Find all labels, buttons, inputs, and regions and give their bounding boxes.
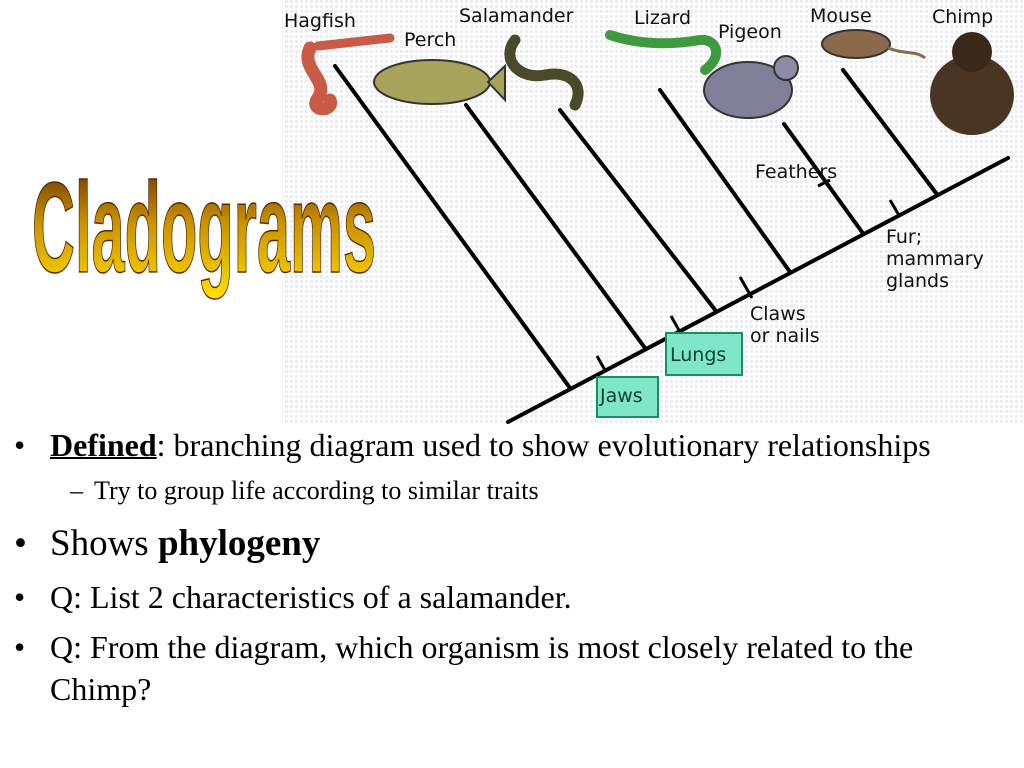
trait-feathers: Feathers xyxy=(755,161,837,183)
title-shadow: Cladograms xyxy=(36,304,380,314)
subbullet-text: Try to group life according to similar t… xyxy=(94,476,539,505)
branch-salamander xyxy=(558,108,718,313)
bullet-question-chimp: Q: From the diagram, which organism is m… xyxy=(14,626,1009,710)
pigeon-head xyxy=(773,55,799,81)
tick-jaws xyxy=(595,355,608,373)
perch-tail xyxy=(486,63,506,103)
subbullet-group-traits: Try to group life according to similar t… xyxy=(14,474,1009,508)
label-hagfish: Hagfish xyxy=(284,10,356,32)
defined-text: : branching diagram used to show evoluti… xyxy=(156,427,931,463)
hagfish-head xyxy=(313,33,395,51)
chimp-head xyxy=(952,32,992,72)
bullet-defined: Defined: branching diagram used to show … xyxy=(14,424,1009,466)
perch-icon xyxy=(373,59,491,105)
phylogeny-term: phylogeny xyxy=(157,523,321,564)
question-salamander-text: Q: List 2 characteristics of a salamande… xyxy=(50,579,572,615)
bullet-phylogeny: Shows phylogeny xyxy=(14,520,1009,568)
branch-pigeon xyxy=(782,122,864,234)
tick-lungs xyxy=(669,315,682,333)
lizard-icon xyxy=(605,30,722,75)
bullet-list: Defined: branching diagram used to show … xyxy=(14,424,1009,718)
title-text: Cladograms xyxy=(32,157,376,300)
tick-feathers xyxy=(817,178,831,188)
phylogeny-prefix: Shows xyxy=(50,523,158,564)
branch-chimp-mouse xyxy=(841,68,938,195)
branch-perch xyxy=(464,103,647,350)
label-salamander: Salamander xyxy=(459,5,574,27)
branch-hagfish xyxy=(333,64,572,390)
bullet-question-salamander: Q: List 2 characteristics of a salamande… xyxy=(14,576,1009,618)
trait-jaws: Jaws xyxy=(599,385,643,407)
tick-claws xyxy=(738,276,754,299)
cladogram-diagram: Hagfish Perch Salamander Lizard Pigeon M… xyxy=(282,0,1024,425)
label-pigeon: Pigeon xyxy=(718,21,782,43)
diagram-background xyxy=(282,0,1024,425)
branch-lizard xyxy=(658,88,792,274)
defined-term: Defined xyxy=(50,427,157,463)
question-chimp-text: Q: From the diagram, which organism is m… xyxy=(50,629,914,707)
mouse-tail xyxy=(887,46,926,60)
salamander-icon xyxy=(504,34,584,111)
mouse-icon xyxy=(821,29,891,59)
label-chimp: Chimp xyxy=(932,6,993,28)
label-mouse: Mouse xyxy=(810,5,872,27)
label-perch: Perch xyxy=(404,29,456,51)
lungs-box xyxy=(665,332,743,376)
label-lizard: Lizard xyxy=(634,7,691,29)
slide-title: Cladograms Cladograms xyxy=(32,156,380,314)
chimp-icon xyxy=(930,55,1014,135)
hagfish-icon xyxy=(301,41,338,116)
pigeon-icon xyxy=(703,61,793,119)
jaws-box xyxy=(596,376,659,418)
trait-lungs: Lungs xyxy=(670,344,726,366)
main-branch xyxy=(506,156,1010,424)
tick-fur xyxy=(888,199,902,218)
